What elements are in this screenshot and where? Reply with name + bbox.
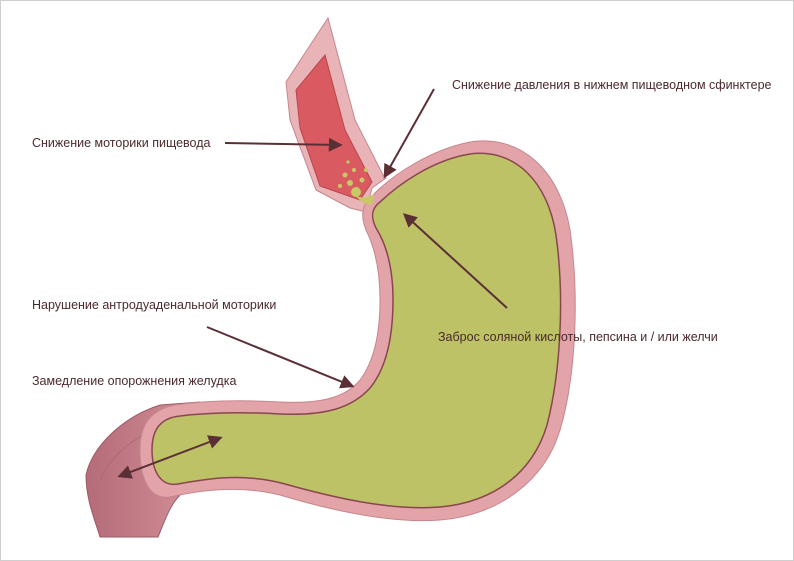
arrow-antroduodenal [206,326,355,389]
reflux-splash-icon [338,160,374,205]
label-antroduodenal-motility: Нарушение антродуаденальной моторики [32,298,277,312]
label-reflux: Заброс соляной кислоты, пепсина и / или … [438,330,718,344]
arrow-esophageal-motility [224,137,343,152]
stomach-interior [151,152,562,509]
label-lower-sphincter: Снижение давления в нижнем пищеводном сф… [452,78,772,92]
arrow-lower-sphincter [383,88,435,179]
arrow-reflux [402,213,508,309]
arrow-gastric-emptying [117,435,223,479]
esophagus-lumen [295,53,373,201]
label-gastric-emptying: Замедление опорожнения желудка [32,374,237,388]
label-esophageal-motility: Снижение моторики пищевода [32,136,211,150]
